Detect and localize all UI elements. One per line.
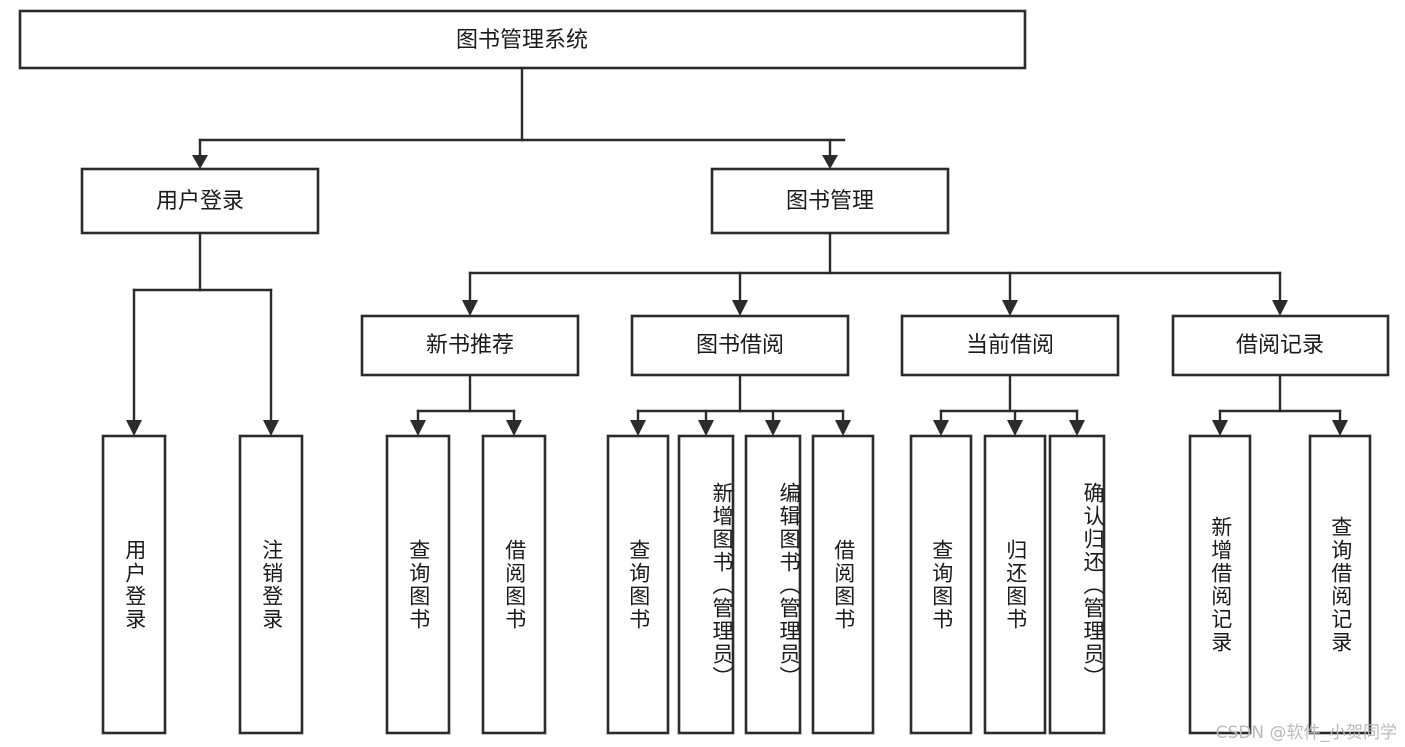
leaf-box-confirm-return-admin[interactable] [1048, 434, 1106, 735]
node-new-book-recommend-label: 新书推荐 [426, 333, 514, 358]
node-book-borrow[interactable]: 图书借阅 [630, 314, 850, 377]
connectors-root-to-level2 [192, 66, 846, 169]
node-root-label: 图书管理系统 [456, 28, 588, 53]
node-user-login[interactable]: 用户登录 [80, 167, 320, 235]
arrowhead-leaf-user-login [126, 420, 142, 436]
leaf-box-add-book-admin[interactable] [677, 434, 735, 735]
arrowhead-records-query [1332, 420, 1348, 436]
arrowhead-borrow-edit [765, 420, 781, 436]
arrowhead-borrow-lend [835, 420, 851, 436]
node-book-management-label: 图书管理 [786, 189, 874, 214]
arrowhead-current-query [933, 420, 949, 436]
node-new-book-recommend-box [360, 314, 580, 377]
node-book-borrow-label: 图书借阅 [696, 333, 784, 358]
arrowhead-current [1002, 300, 1018, 316]
leaf-box-query-book-new[interactable] [385, 434, 451, 735]
node-current-borrow-label: 当前借阅 [966, 333, 1054, 358]
arrowhead-newbook-borrow [506, 420, 522, 436]
node-borrow-records-box [1171, 314, 1390, 377]
arrowhead-records [1272, 300, 1288, 316]
node-current-borrow-box [900, 314, 1120, 377]
node-root-system[interactable]: 图书管理系统 [18, 9, 1027, 70]
arrowhead-borrow-query [630, 420, 646, 436]
node-root-box [18, 9, 1027, 70]
arrowhead-newbook [462, 300, 478, 316]
node-book-management[interactable]: 图书管理 [710, 167, 950, 235]
connectors-newbook-to-leaves [410, 373, 522, 436]
arrowhead-user-login [192, 155, 208, 169]
leaf-box-query-book-current[interactable] [909, 434, 973, 735]
node-book-management-box [710, 167, 950, 235]
leaf-box-borrow-book-new[interactable] [481, 434, 547, 735]
arrowhead-current-confirm [1069, 420, 1085, 436]
node-borrow-records-label: 借阅记录 [1236, 333, 1324, 358]
connectors-records-to-leaves [1212, 373, 1348, 436]
connectors-borrow-to-leaves [630, 373, 851, 436]
leaf-box-edit-book-admin[interactable] [744, 434, 802, 735]
node-user-login-label: 用户登录 [156, 189, 244, 214]
csdn-watermark: CSDN @软件_小贺同学 [1215, 723, 1397, 743]
leaf-box-return-book[interactable] [983, 434, 1047, 735]
connectors-current-to-leaves [933, 373, 1085, 436]
leaf-box-add-record[interactable] [1188, 434, 1252, 735]
arrowhead-current-return [1007, 420, 1023, 436]
leaf-box-user-login[interactable] [101, 434, 167, 735]
connectors-userlogin-to-leaves [126, 231, 279, 436]
node-book-borrow-box [630, 314, 850, 377]
node-new-book-recommend[interactable]: 新书推荐 [360, 314, 580, 377]
leaf-box-lend-book[interactable] [811, 434, 875, 735]
leaf-box-query-record[interactable] [1308, 434, 1372, 735]
arrowhead-book-mgmt [822, 155, 838, 169]
node-current-borrow[interactable]: 当前借阅 [900, 314, 1120, 377]
arrowhead-leaf-logout [263, 420, 279, 436]
node-user-login-box [80, 167, 320, 235]
arrowhead-borrow [732, 300, 748, 316]
arrowhead-newbook-query [410, 420, 426, 436]
leaf-box-query-book-borrow[interactable] [606, 434, 670, 735]
node-borrow-records[interactable]: 借阅记录 [1171, 314, 1390, 377]
connectors-bookmgmt-to-level3 [462, 231, 1288, 316]
leaf-boxes [101, 434, 1372, 735]
leaf-box-logout[interactable] [238, 434, 304, 735]
arrowhead-borrow-add [698, 420, 714, 436]
arrowhead-records-add [1212, 420, 1228, 436]
